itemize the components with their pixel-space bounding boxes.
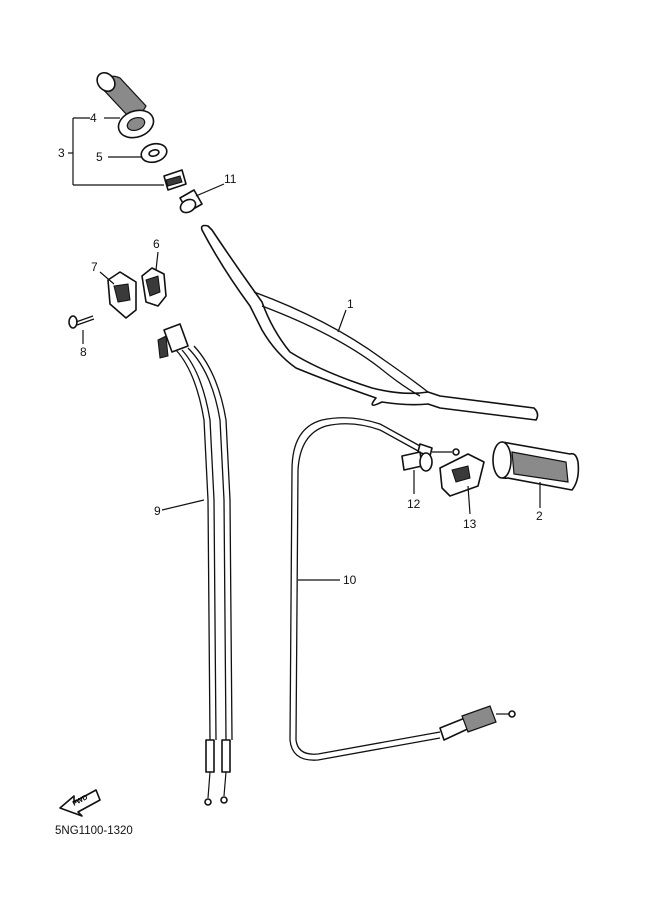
cable-end-right — [220, 739, 231, 804]
cable-end-left — [204, 739, 215, 806]
throttle-housing — [163, 169, 187, 191]
spacer-tube — [179, 189, 203, 214]
callout-group-3 — [68, 117, 164, 186]
callout-9: 9 — [154, 504, 161, 518]
lever-holder-right — [439, 453, 485, 497]
clutch-cable — [289, 417, 516, 761]
callout-8: 8 — [80, 345, 87, 359]
right-grip — [492, 441, 580, 491]
callout-4: 4 — [90, 111, 97, 125]
clamp-screw — [68, 315, 95, 329]
callout-10: 10 — [343, 573, 357, 587]
callout-12: 12 — [407, 497, 421, 511]
callout-13: 13 — [463, 517, 477, 531]
fwd-arrow-icon: FWD — [59, 789, 101, 817]
callout-11: 11 — [224, 172, 237, 186]
handlebar — [200, 224, 539, 421]
callout-5: 5 — [96, 150, 103, 164]
clutch-lever-bolt — [401, 451, 433, 472]
callout-3: 3 — [58, 146, 65, 160]
callout-7: 7 — [91, 260, 98, 274]
grip-collar — [140, 142, 168, 164]
cable-adjuster — [439, 705, 516, 741]
throttle-cables — [157, 323, 233, 806]
callout-1: 1 — [347, 297, 354, 311]
holder-clamp — [107, 271, 137, 319]
part-code: 5NG1100-1320 — [55, 825, 133, 837]
callout-2: 2 — [536, 509, 543, 523]
callout-6: 6 — [153, 237, 160, 251]
left-grip — [96, 71, 155, 139]
lever-holder — [141, 267, 167, 307]
